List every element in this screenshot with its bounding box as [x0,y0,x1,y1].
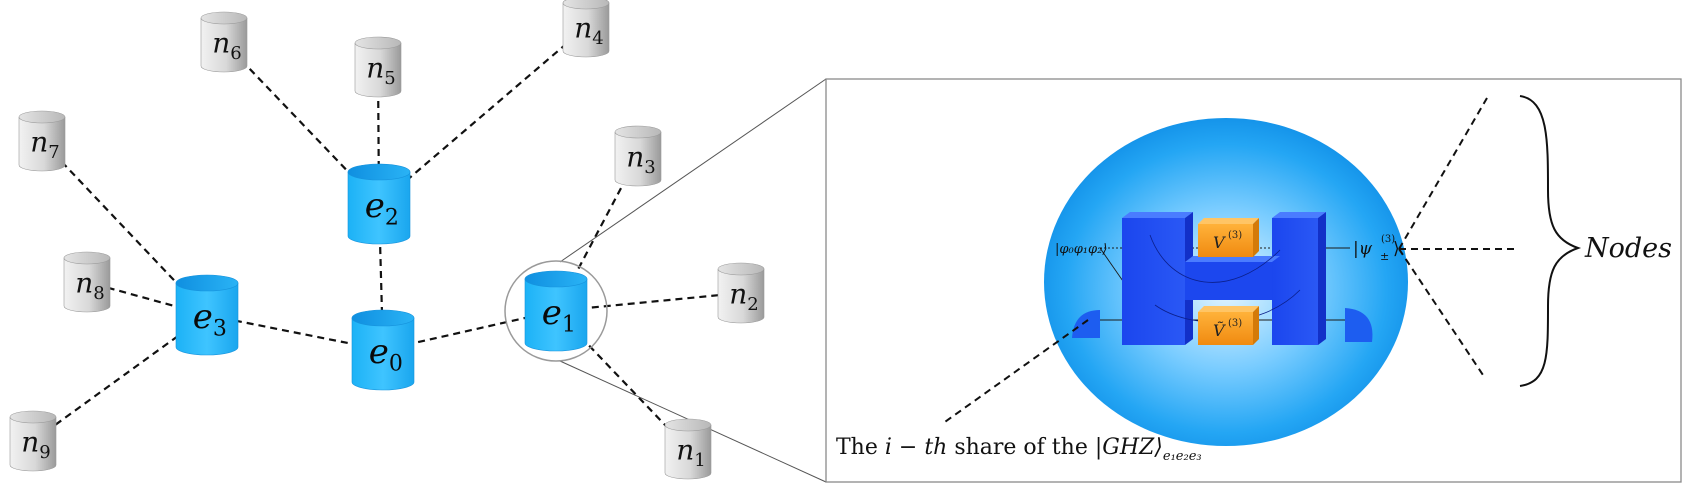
leaf-node-n7: n7 [18,110,66,172]
edge-node-e1: e1 [524,270,588,352]
link-e3-n8 [86,280,208,317]
edge-node-label: e2 [365,186,399,230]
gate-v-tilde-label: Ṽ [1213,320,1226,340]
share-pointer [941,319,1089,425]
gate-v-tilde-superscript: (3) [1228,318,1242,329]
zoom-content: V (3) Ṽ (3) |φ₀φ₁φ₂⟩ |ψ (3) ± ⟩ No [836,95,1672,464]
svg-text:|ψ: |ψ [1353,239,1373,259]
leaf-node-n6: n6 [200,11,248,73]
gate-v-tilde: Ṽ (3) [1198,306,1259,345]
edge-node-e2: e2 [347,163,411,245]
gate-v: V (3) [1198,218,1259,257]
gate-v-superscript: (3) [1228,230,1242,241]
edge-node-label: e1 [542,293,576,337]
leaf-node-label: n3 [626,141,656,178]
right-measure-dome [1345,308,1373,342]
h-gate-structure [1122,212,1326,345]
network-nodes: e0 e1 e2 e3 n1 n2 n3 n4 n5 n6 n7 n8 n9 [9,0,765,480]
leaf-node-label: n7 [30,126,59,163]
nodes-label: Nodes [1584,233,1672,264]
leaf-node-label: n9 [21,426,50,463]
leaf-node-label: n2 [729,278,759,315]
svg-text:(3): (3) [1381,234,1395,245]
leaf-node-label: n1 [676,434,706,471]
nodes-brace [1519,95,1582,387]
link-e2-n4 [378,26,587,205]
input-state-label: |φ₀φ₁φ₂⟩ [1055,242,1107,257]
svg-text:±: ± [1380,250,1389,263]
leaf-node-n4: n4 [562,0,610,58]
leaf-node-n3: n3 [614,125,662,187]
share-caption: The i − th share of the |GHZ⟩e₁e₂e₃ [836,435,1202,464]
output-rays [1398,97,1515,379]
leaf-node-n5: n5 [354,36,402,98]
gate-v-label: V [1213,233,1226,252]
leaf-node-label: n4 [574,12,604,49]
edge-node-e0: e0 [351,309,415,391]
leaf-node-label: n5 [366,52,396,89]
edge-node-label: e0 [369,332,403,376]
leaf-node-label: n8 [75,267,105,304]
output-state-label: |ψ (3) ± ⟩ [1353,234,1400,263]
focus-circle [504,260,608,362]
leaf-node-label: n6 [212,27,242,64]
leaf-node-n1: n1 [664,418,712,480]
svg-text:⟩: ⟩ [1393,239,1400,259]
edge-node-e3: e3 [175,274,239,356]
leaf-node-n8: n8 [63,251,111,313]
edge-node-label: e3 [193,297,227,341]
left-measure-dome [1072,310,1100,338]
leaf-node-n9: n9 [9,410,57,472]
leaf-node-n2: n2 [717,262,765,324]
